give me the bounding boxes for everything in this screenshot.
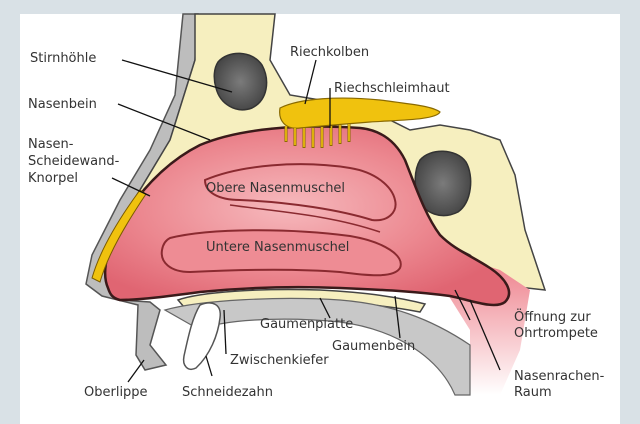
- label-zwischenkiefer: Zwischenkiefer: [230, 353, 329, 368]
- label-gaumenbein: Gaumenbein: [332, 339, 415, 354]
- label-nasenrachen-2: Raum: [514, 385, 552, 400]
- label-oberlippe: Oberlippe: [84, 385, 148, 400]
- label-untere-nasenmuschel: Untere Nasenmuschel: [206, 240, 349, 255]
- label-knorpel-2: Scheidewand-: [28, 154, 120, 169]
- label-stirnhoehle: Stirnhöhle: [30, 51, 96, 66]
- label-nasenbein: Nasenbein: [28, 97, 97, 112]
- frontal-sinus: [214, 53, 266, 109]
- label-knorpel-3: Knorpel: [28, 171, 78, 186]
- label-knorpel-1: Nasen-: [28, 137, 74, 152]
- label-oeffnung-2: Ohrtrompete: [514, 326, 598, 341]
- label-nasenrachen-1: Nasenrachen-: [514, 369, 605, 384]
- label-schneidezahn: Schneidezahn: [182, 385, 273, 400]
- label-oeffnung-1: Öffnung zur: [514, 308, 591, 325]
- label-obere-nasenmuschel: Obere Nasenmuschel: [206, 181, 345, 196]
- label-riechschleimhaut: Riechschleimhaut: [334, 81, 450, 96]
- label-gaumenplatte: Gaumenplatte: [260, 317, 353, 332]
- label-riechkolben: Riechkolben: [290, 45, 369, 60]
